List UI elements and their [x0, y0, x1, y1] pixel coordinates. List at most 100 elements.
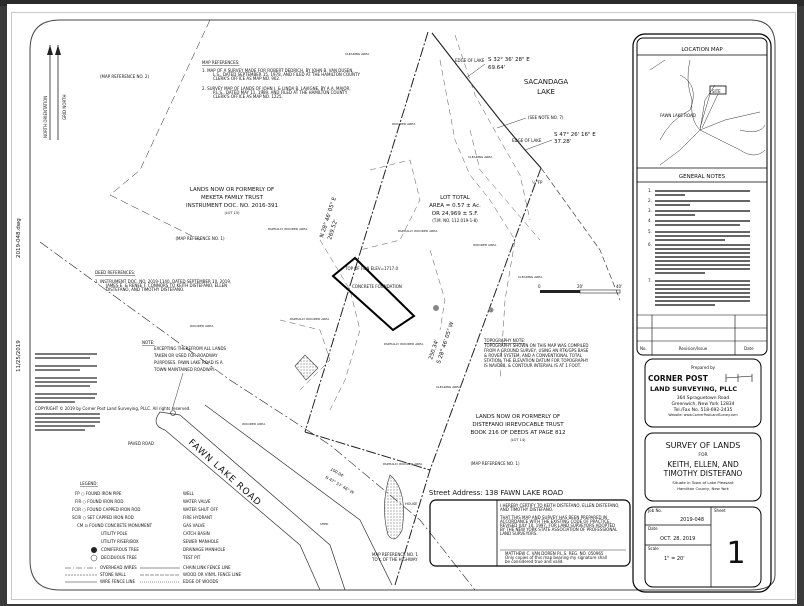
scale-tick: 0 — [538, 284, 541, 289]
general-notes-fine-print — [655, 190, 750, 306]
plot-date: 11/25/2019 — [16, 340, 22, 372]
cert-line: BY THE NEW YORK STATE ASSOCIATION OF PRO… — [500, 527, 618, 532]
legend-line-item: WIRE FENCE LINE — [100, 579, 136, 584]
company-phone: Tel./Fax No. 518-692-2435 — [673, 407, 733, 413]
distefano-ref: (MAP REFERENCE NO. 1) — [470, 461, 520, 466]
inner-border — [29, 19, 776, 591]
fawn-lake-road — [155, 404, 393, 591]
legend-line-item: EDGE OF WOODS — [183, 579, 219, 584]
legend-item: FIR ○ FOUND IRON ROD — [75, 499, 123, 504]
iron-pipe-label: ½"FP — [532, 180, 543, 185]
topo-heading: TOPOGRAPHY NOTE: — [483, 338, 525, 343]
legend: LEGEND: FP ○ FOUND IRON PIPE FIR ○ FOUND… — [65, 481, 241, 584]
shore-distance-1: 69.64' — [488, 65, 505, 71]
meketa-ref: (MAP REFERENCE NO. 1) — [175, 236, 225, 241]
deed-line: DISTEFANO, AND TIMOTHY DISTEFANO. — [106, 287, 184, 292]
county-line: Hamilton County, New York — [677, 486, 730, 491]
lot-line: OR 24,969 ± S.F. — [432, 211, 479, 217]
deed-line: 1. INSTRUMENT DOC. NO. 2019-1140, DATED … — [95, 279, 231, 284]
road-bearing: N 47° 57' 46" W — [325, 475, 355, 495]
company-website: Website: www.CornerPostLandSurvey.com — [668, 413, 737, 417]
general-notes-title: GENERAL NOTES — [679, 174, 726, 180]
legend-item: DRAINAGE MANHOLE — [183, 547, 226, 552]
legend-line-item: WOOD OR VINYL FENCE LINE — [183, 572, 241, 577]
house — [384, 474, 404, 540]
scale-label: Scale — [648, 546, 659, 551]
note-line: TAKEN OR USED FOR ROADWAY — [153, 353, 218, 358]
map-ref-line: P.L.S., DATED MAY 11, 1989, AND FILED AT… — [213, 90, 348, 95]
deed-refs-heading: DEED REFERENCES: — [95, 270, 135, 275]
cert-line: I HEREBY CERTIFY TO KEITH DISTEFANO, ELL… — [500, 503, 620, 508]
cert-line: ACCORDANCE WITH THE EXISTING CODE OF PRA… — [500, 519, 611, 524]
shore-bearing-2: S 47° 26' 16" E — [554, 132, 596, 138]
road-distance: 100.04' — [330, 467, 346, 479]
coniferous-tree-icon — [91, 547, 97, 553]
note-line: EXCEPTING THEREFROM ALL LANDS — [154, 346, 227, 351]
area-label: WOODED AREA — [392, 122, 416, 126]
note-number: 3. — [648, 208, 652, 213]
legend-item: DECIDUOUS TREE — [101, 555, 137, 560]
location-map-road: FAWN LAKE ROAD — [660, 113, 696, 118]
client-line-2: TIMOTHY DISTEFANO — [663, 469, 743, 478]
company-address-2: Greenwich, New York 12834 — [671, 401, 734, 407]
area-label: CLEARING AREA — [518, 275, 543, 279]
house-label: HOUSE — [405, 502, 417, 506]
area-label: CLEARING AREA — [345, 52, 370, 56]
map-ref-2-label: (MAP REFERENCE NO. 2) — [100, 74, 150, 79]
file-name: 2019-048.dwg — [16, 218, 22, 258]
survey-date: OCT. 28, 2019 — [660, 536, 695, 542]
legend-item: CM ⊡ FOUND CONCRETE MONUMENT — [77, 523, 153, 528]
rev-issue-header: Revision/Issue — [679, 346, 708, 351]
area-label: PARTIALLY WOODED AREA — [383, 462, 423, 466]
highway-ref-1: MAP REFERENCE NO. 1 — [372, 552, 418, 557]
legend-item: SCIR ○ SET CAPPED IRON ROD — [72, 515, 134, 520]
legend-line-item: STONE WALL — [100, 572, 127, 577]
west-boundary — [304, 31, 429, 433]
company-name-1: CORNER POST — [648, 374, 709, 383]
map-refs-list: 1. MAP OF A SURVEY MADE FOR ROBERT DEDRI… — [202, 68, 360, 99]
deed-line: JAMES E. & RENEE F. CONNORS TO KEITH DIS… — [105, 283, 227, 288]
survey-for: FOR — [698, 452, 707, 458]
concrete-foundation — [331, 256, 416, 332]
area-label: CLEARING AREA — [436, 385, 461, 389]
meketa-line: MEKETA FAMILY TRUST — [201, 195, 264, 201]
distefano-line: LANDS NOW OR FORMERLY OF — [476, 414, 560, 420]
area-label: PARTIALLY WOODED AREA — [268, 227, 308, 231]
client-line-1: KEITH, ELLEN, AND — [667, 460, 739, 469]
scale-tick: 20' — [577, 284, 583, 289]
shed-label: SHED — [320, 522, 329, 526]
scale-bar: 0 20' 40' — [538, 284, 622, 294]
topo-line: FROM A GROUND SURVEY, USING AN RTK/GPS B… — [484, 348, 589, 353]
lake-name: SACANDAGA — [524, 78, 569, 86]
map-ref-line: CLERK'S OFFICE AS MAP NO. 902. — [213, 76, 280, 81]
cert-line: REVISED JULY 10, 1997, FOR LAND SURVEYOR… — [500, 523, 615, 528]
site-label: SITE — [712, 89, 721, 94]
road-name: FAWN LAKE ROAD — [186, 438, 263, 509]
note-leader — [171, 372, 184, 411]
corner-post-logo — [725, 374, 753, 382]
legend-item: WATER SHUT OFF — [183, 507, 219, 512]
note-number: 2. — [648, 198, 652, 203]
note-number: 6. — [648, 242, 652, 247]
topo-line: & ROVER SYSTEM, AND A CONVENTIONAL TOTAL — [484, 353, 583, 358]
sheet-number: 1 — [726, 536, 745, 571]
map-ref-line: CLERK'S OFFICE AS MAP NO. 1225. — [213, 94, 283, 99]
foundation-label: CONCRETE FOUNDATION — [352, 284, 402, 289]
legend-item: CONIFEROUS TREE — [101, 547, 139, 552]
scale-value: 1" = 20' — [664, 556, 685, 562]
edge-of-lake-label: EDGE OF LAKE — [455, 58, 485, 63]
note-number: 7. — [648, 278, 652, 283]
viewer-top-bar — [0, 0, 804, 6]
legend-item: FP ○ FOUND IRON PIPE — [75, 491, 122, 496]
rev-date-header: Date — [744, 346, 754, 351]
legend-heading: LEGEND: — [80, 481, 98, 486]
note-line: TOWN MAINTAINED ROADWAY. — [153, 367, 215, 372]
lake-edge — [540, 167, 621, 301]
shore-bearing-1: S 32° 36' 28" E — [488, 57, 530, 63]
legend-line-item: OVERHEAD WIRES — [100, 565, 137, 570]
situate-line: Situate in Town of Lake Pleasant — [672, 480, 734, 485]
distefano-lot: (LOT 14) — [510, 438, 526, 442]
legend-item: FIRE HYDRANT — [183, 515, 213, 520]
row-line — [39, 241, 476, 591]
